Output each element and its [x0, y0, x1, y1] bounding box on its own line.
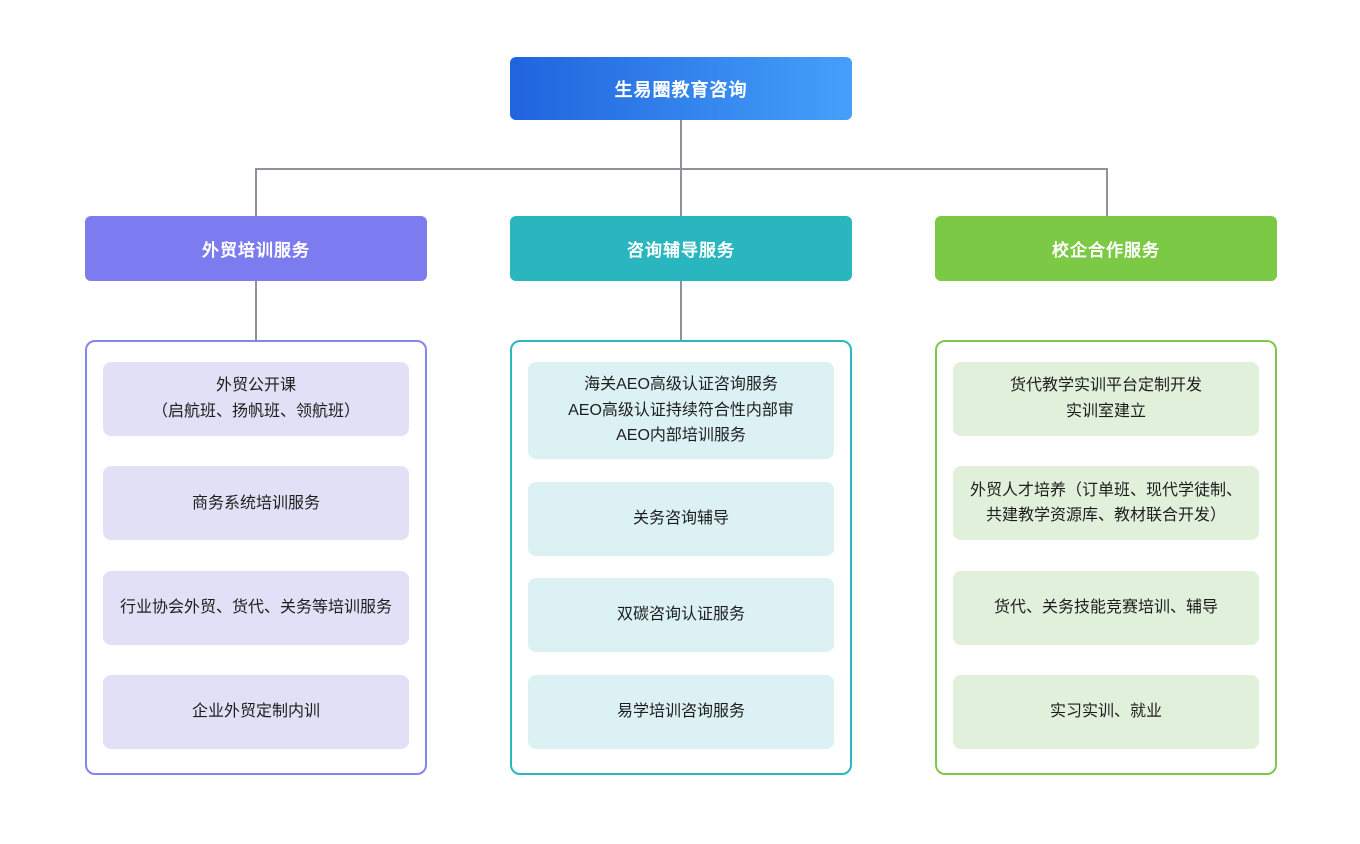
column-header: 外贸培训服务 — [85, 216, 427, 281]
column-trade-training: 外贸培训服务 外贸公开课 （启航班、扬帆班、领航班） 商务系统培训服务 行业协会… — [85, 216, 427, 775]
column-header: 校企合作服务 — [935, 216, 1277, 281]
column-body: 货代教学实训平台定制开发 实训室建立 外贸人才培养（订单班、现代学徒制、共建教学… — [935, 340, 1277, 775]
list-item: 外贸人才培养（订单班、现代学徒制、共建教学资源库、教材联合开发） — [953, 466, 1259, 541]
column-header: 咨询辅导服务 — [510, 216, 852, 281]
connector-drop-right — [1106, 168, 1108, 216]
connector-drop-center — [680, 168, 682, 216]
root-node: 生易圈教育咨询 — [510, 57, 852, 120]
connector-horizontal — [256, 168, 1107, 170]
list-item: 企业外贸定制内训 — [103, 674, 409, 749]
column-header-label: 校企合作服务 — [1052, 241, 1160, 260]
list-item: 货代、关务技能竞赛培训、辅导 — [953, 570, 1259, 645]
column-body: 海关AEO高级认证咨询服务 AEO高级认证持续符合性内部审 AEO内部培训服务 … — [510, 340, 852, 775]
column-header-label: 外贸培训服务 — [202, 241, 310, 260]
list-item: 易学培训咨询服务 — [528, 674, 834, 749]
connector-root-stem — [680, 120, 682, 168]
list-item: 货代教学实训平台定制开发 实训室建立 — [953, 362, 1259, 436]
column-school-enterprise: 校企合作服务 货代教学实训平台定制开发 实训室建立 外贸人才培养（订单班、现代学… — [935, 216, 1277, 775]
list-item: 关务咨询辅导 — [528, 481, 834, 556]
list-item: 海关AEO高级认证咨询服务 AEO高级认证持续符合性内部审 AEO内部培训服务 — [528, 362, 834, 459]
list-item: 外贸公开课 （启航班、扬帆班、领航班） — [103, 362, 409, 436]
root-node-label: 生易圈教育咨询 — [614, 79, 748, 100]
header-connector — [680, 281, 682, 340]
list-item: 实习实训、就业 — [953, 674, 1259, 749]
column-header-label: 咨询辅导服务 — [627, 241, 735, 260]
list-item: 双碳咨询认证服务 — [528, 578, 834, 653]
column-body: 外贸公开课 （启航班、扬帆班、领航班） 商务系统培训服务 行业协会外贸、货代、关… — [85, 340, 427, 775]
list-item: 商务系统培训服务 — [103, 466, 409, 541]
header-connector — [255, 281, 257, 340]
connector-drop-left — [255, 168, 257, 216]
list-item: 行业协会外贸、货代、关务等培训服务 — [103, 570, 409, 645]
column-consulting: 咨询辅导服务 海关AEO高级认证咨询服务 AEO高级认证持续符合性内部审 AEO… — [510, 216, 852, 775]
